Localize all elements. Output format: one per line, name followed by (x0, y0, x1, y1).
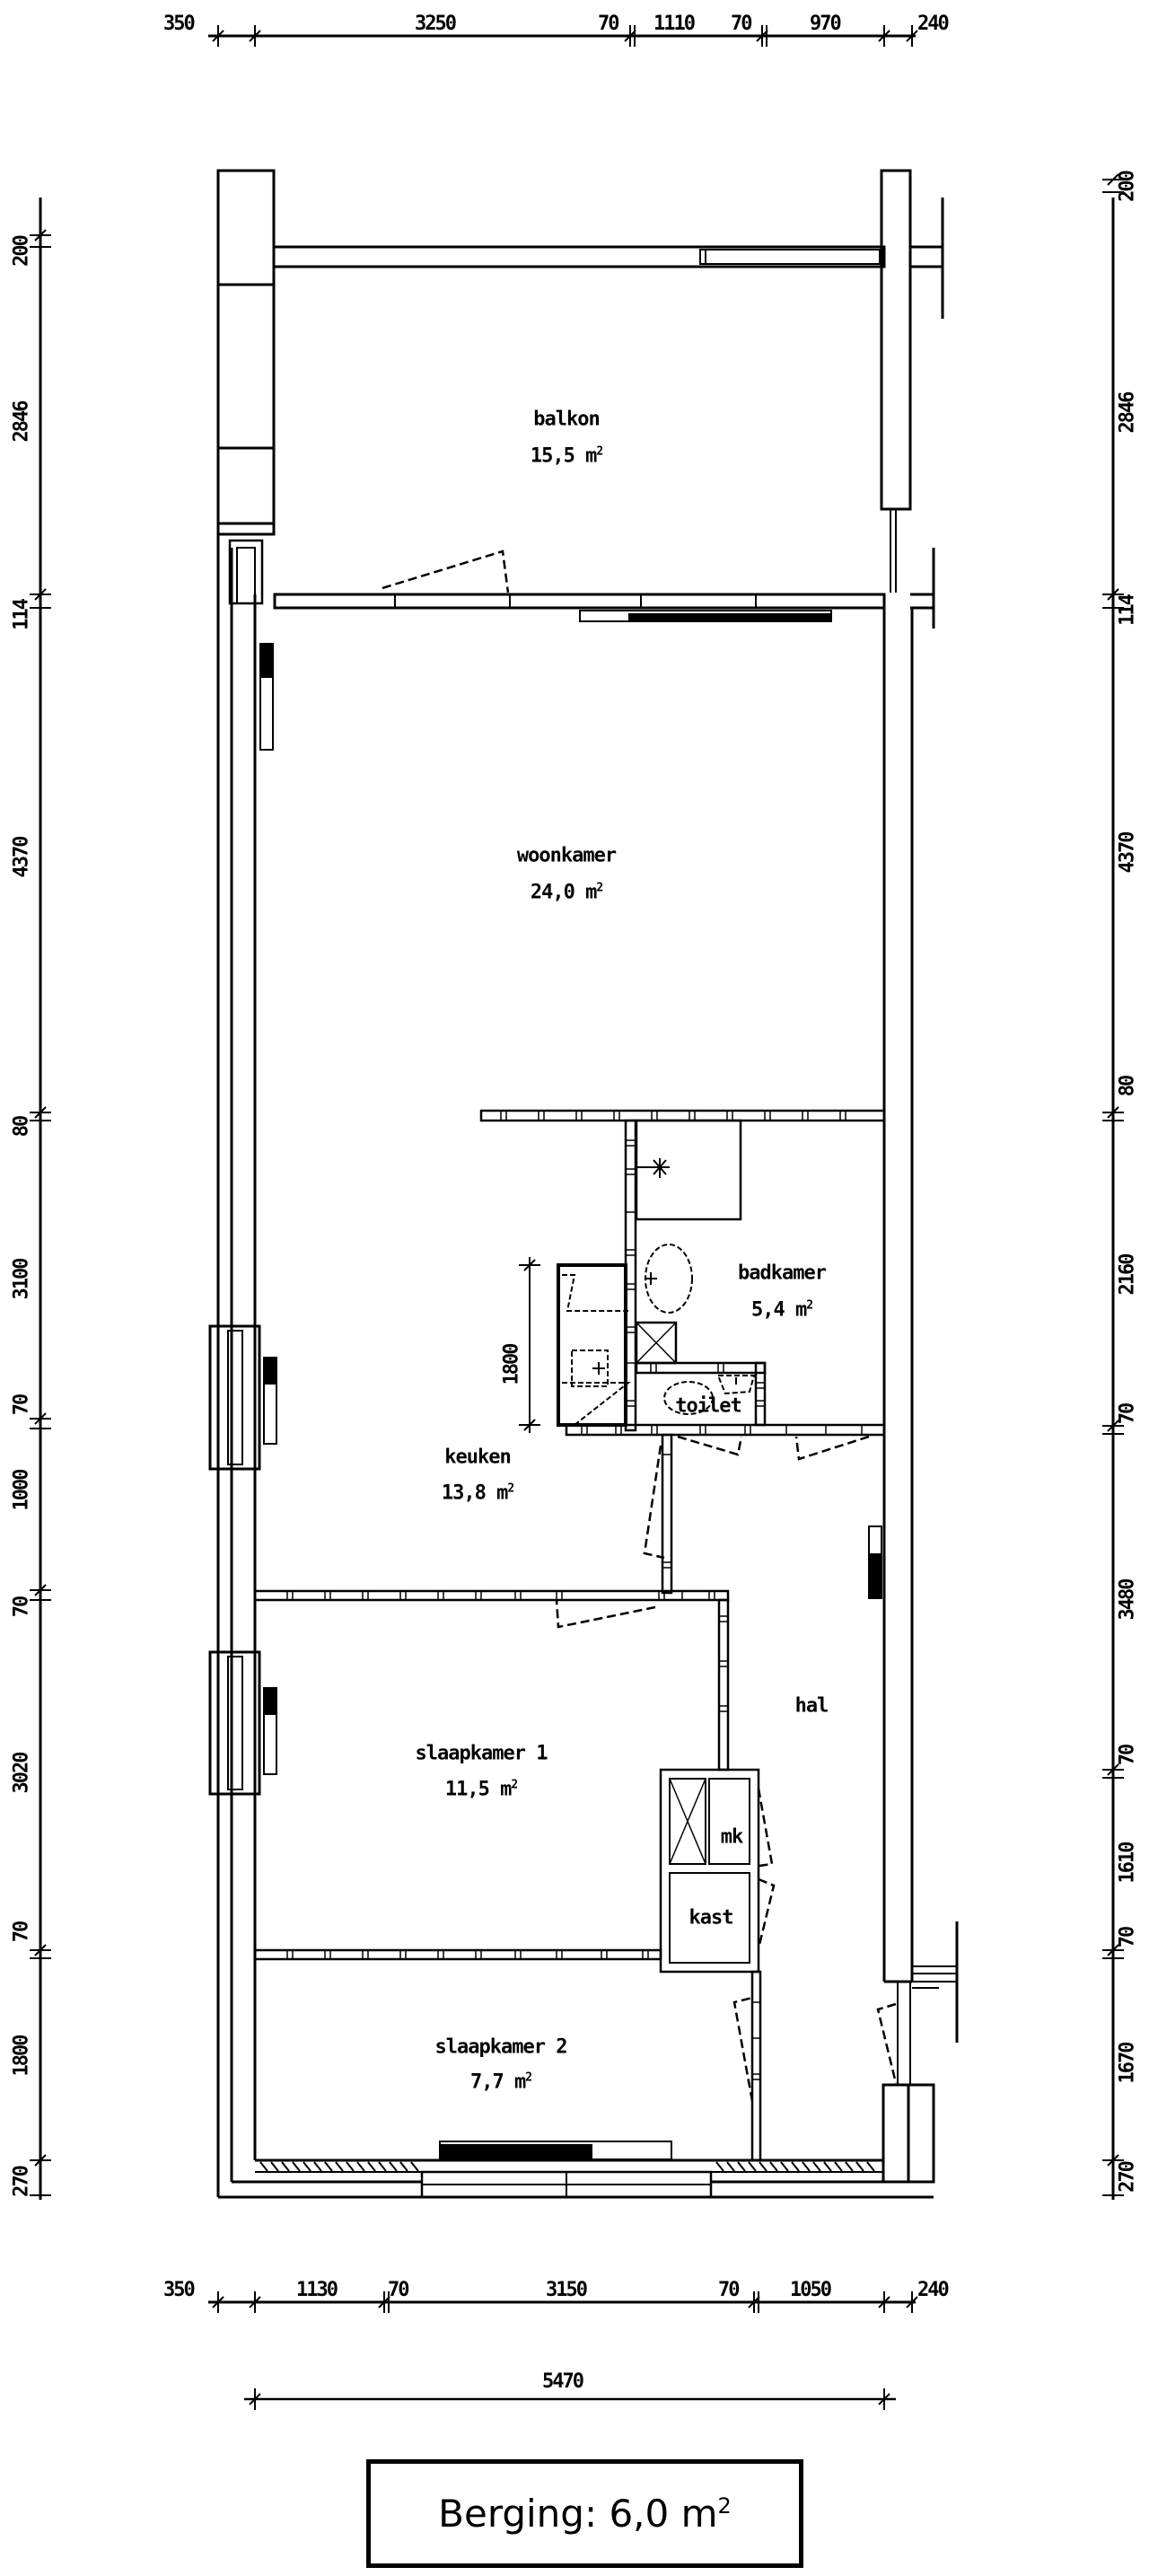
area-unit-sup: 2 (525, 2070, 532, 2085)
dim-left-7: 70 (10, 1394, 33, 1416)
room-toilet-name: toilet (675, 1394, 741, 1418)
dim-left-10: 3020 (10, 1753, 33, 1794)
wall-hatch (255, 2161, 884, 2173)
door-swings (555, 1435, 870, 2102)
dim-left-13: 270 (10, 2167, 33, 2197)
dim-right-13: 270 (1116, 2162, 1139, 2193)
interior-walls (253, 1109, 886, 2162)
area-unit-sup: 2 (596, 444, 603, 459)
dim-right-8: 3480 (1116, 1579, 1139, 1621)
storage-area-sup: 2 (717, 2493, 732, 2519)
area-unit-sup: 2 (596, 881, 603, 895)
dim-top-6: 970 (810, 13, 842, 35)
dim-bottom-2: 1130 (296, 2279, 338, 2301)
room-keuken-area: 13,8 m2 (441, 1481, 514, 1505)
dim-bottom-1: 350 (163, 2279, 196, 2301)
area-value: 11,5 m (444, 1778, 512, 1801)
dim-left-4: 4370 (10, 837, 33, 878)
dim-left-12: 1800 (10, 2035, 33, 2077)
storage-area-text: Berging: 6,0 m (438, 2492, 718, 2536)
area-unit-sup: 2 (806, 1298, 813, 1313)
area-unit-sup: 2 (511, 1778, 518, 1792)
storage-area-label: Berging: 6,0 m2 (438, 2492, 732, 2536)
sink-marks (592, 1272, 737, 1385)
room-slaapkamer2-name: slaapkamer 2 (434, 2035, 568, 2059)
dim-bottom-7: 240 (917, 2279, 950, 2301)
dim-right-7: 70 (1116, 1403, 1139, 1425)
dim-bottom-6: 1050 (790, 2279, 832, 2301)
dim-top-4: 1110 (653, 13, 696, 35)
room-balkon-area: 15,5 m2 (530, 444, 603, 468)
area-value: 7,7 m (469, 2070, 526, 2094)
area-value: 24,0 m (530, 881, 597, 904)
dim-right-1: 200 (1116, 171, 1139, 202)
dim-top-3: 70 (598, 13, 619, 35)
dim-bottom-4: 3150 (546, 2279, 588, 2301)
dim-top-1: 350 (163, 13, 196, 35)
living-room-walls (259, 593, 886, 751)
dim-left-8: 1000 (10, 1470, 33, 1511)
room-balkon-name: balkon (533, 408, 600, 431)
area-value: 15,5 m (530, 444, 597, 468)
area-unit-sup: 2 (507, 1481, 514, 1496)
dimension-ticks (30, 25, 1124, 2410)
dim-bottom-3: 70 (388, 2279, 409, 2301)
dim-left-1: 200 (10, 236, 33, 267)
room-woonkamer-name: woonkamer (516, 844, 617, 867)
dim-right-10: 1610 (1116, 1842, 1139, 1884)
dim-left-5: 80 (10, 1116, 33, 1138)
room-hal-name: hal (794, 1694, 829, 1718)
dim-overall-width: 5470 (542, 2370, 584, 2393)
dim-top-7: 240 (917, 13, 950, 35)
dim-left-9: 70 (10, 1596, 33, 1618)
dim-left-2: 2846 (10, 401, 33, 443)
storage-area-box: Berging: 6,0 m2 (366, 2459, 803, 2568)
windows (208, 1324, 882, 2160)
room-woonkamer-area: 24,0 m2 (530, 881, 603, 904)
dim-left-11: 70 (10, 1921, 33, 1943)
room-slaapkamer1-name: slaapkamer 1 (415, 1742, 548, 1765)
dim-left-3: 114 (10, 600, 33, 630)
dim-right-12: 1670 (1116, 2043, 1139, 2084)
room-slaapkamer2-area: 7,7 m2 (469, 2070, 532, 2094)
balcony-structure (216, 169, 944, 629)
dim-right-4: 4370 (1116, 832, 1139, 874)
dim-top-2: 3250 (415, 13, 457, 35)
dim-left-6: 3100 (10, 1259, 33, 1300)
room-badkamer-area: 5,4 m2 (750, 1298, 813, 1322)
dim-kitchen-counter: 1800 (500, 1344, 523, 1385)
dim-right-6: 2160 (1116, 1254, 1139, 1296)
room-kast-name: kast (689, 1906, 734, 1930)
dim-right-2: 2846 (1116, 392, 1139, 434)
exterior-walls (216, 534, 934, 2199)
dim-bottom-5: 70 (718, 2279, 740, 2301)
dim-top-5: 70 (731, 13, 752, 35)
area-value: 13,8 m (441, 1481, 508, 1505)
dim-right-3: 114 (1116, 595, 1139, 626)
room-slaapkamer1-area: 11,5 m2 (444, 1778, 518, 1801)
room-mk-name: mk (720, 1825, 743, 1849)
room-keuken-name: keuken (444, 1446, 511, 1469)
entrance (876, 1921, 959, 2184)
dim-right-11: 70 (1116, 1927, 1139, 1948)
room-badkamer-name: badkamer (738, 1262, 827, 1285)
area-value: 5,4 m (750, 1298, 807, 1322)
dim-right-5: 80 (1116, 1076, 1139, 1097)
dim-right-9: 70 (1116, 1745, 1139, 1766)
dimension-lines (39, 34, 1115, 2401)
